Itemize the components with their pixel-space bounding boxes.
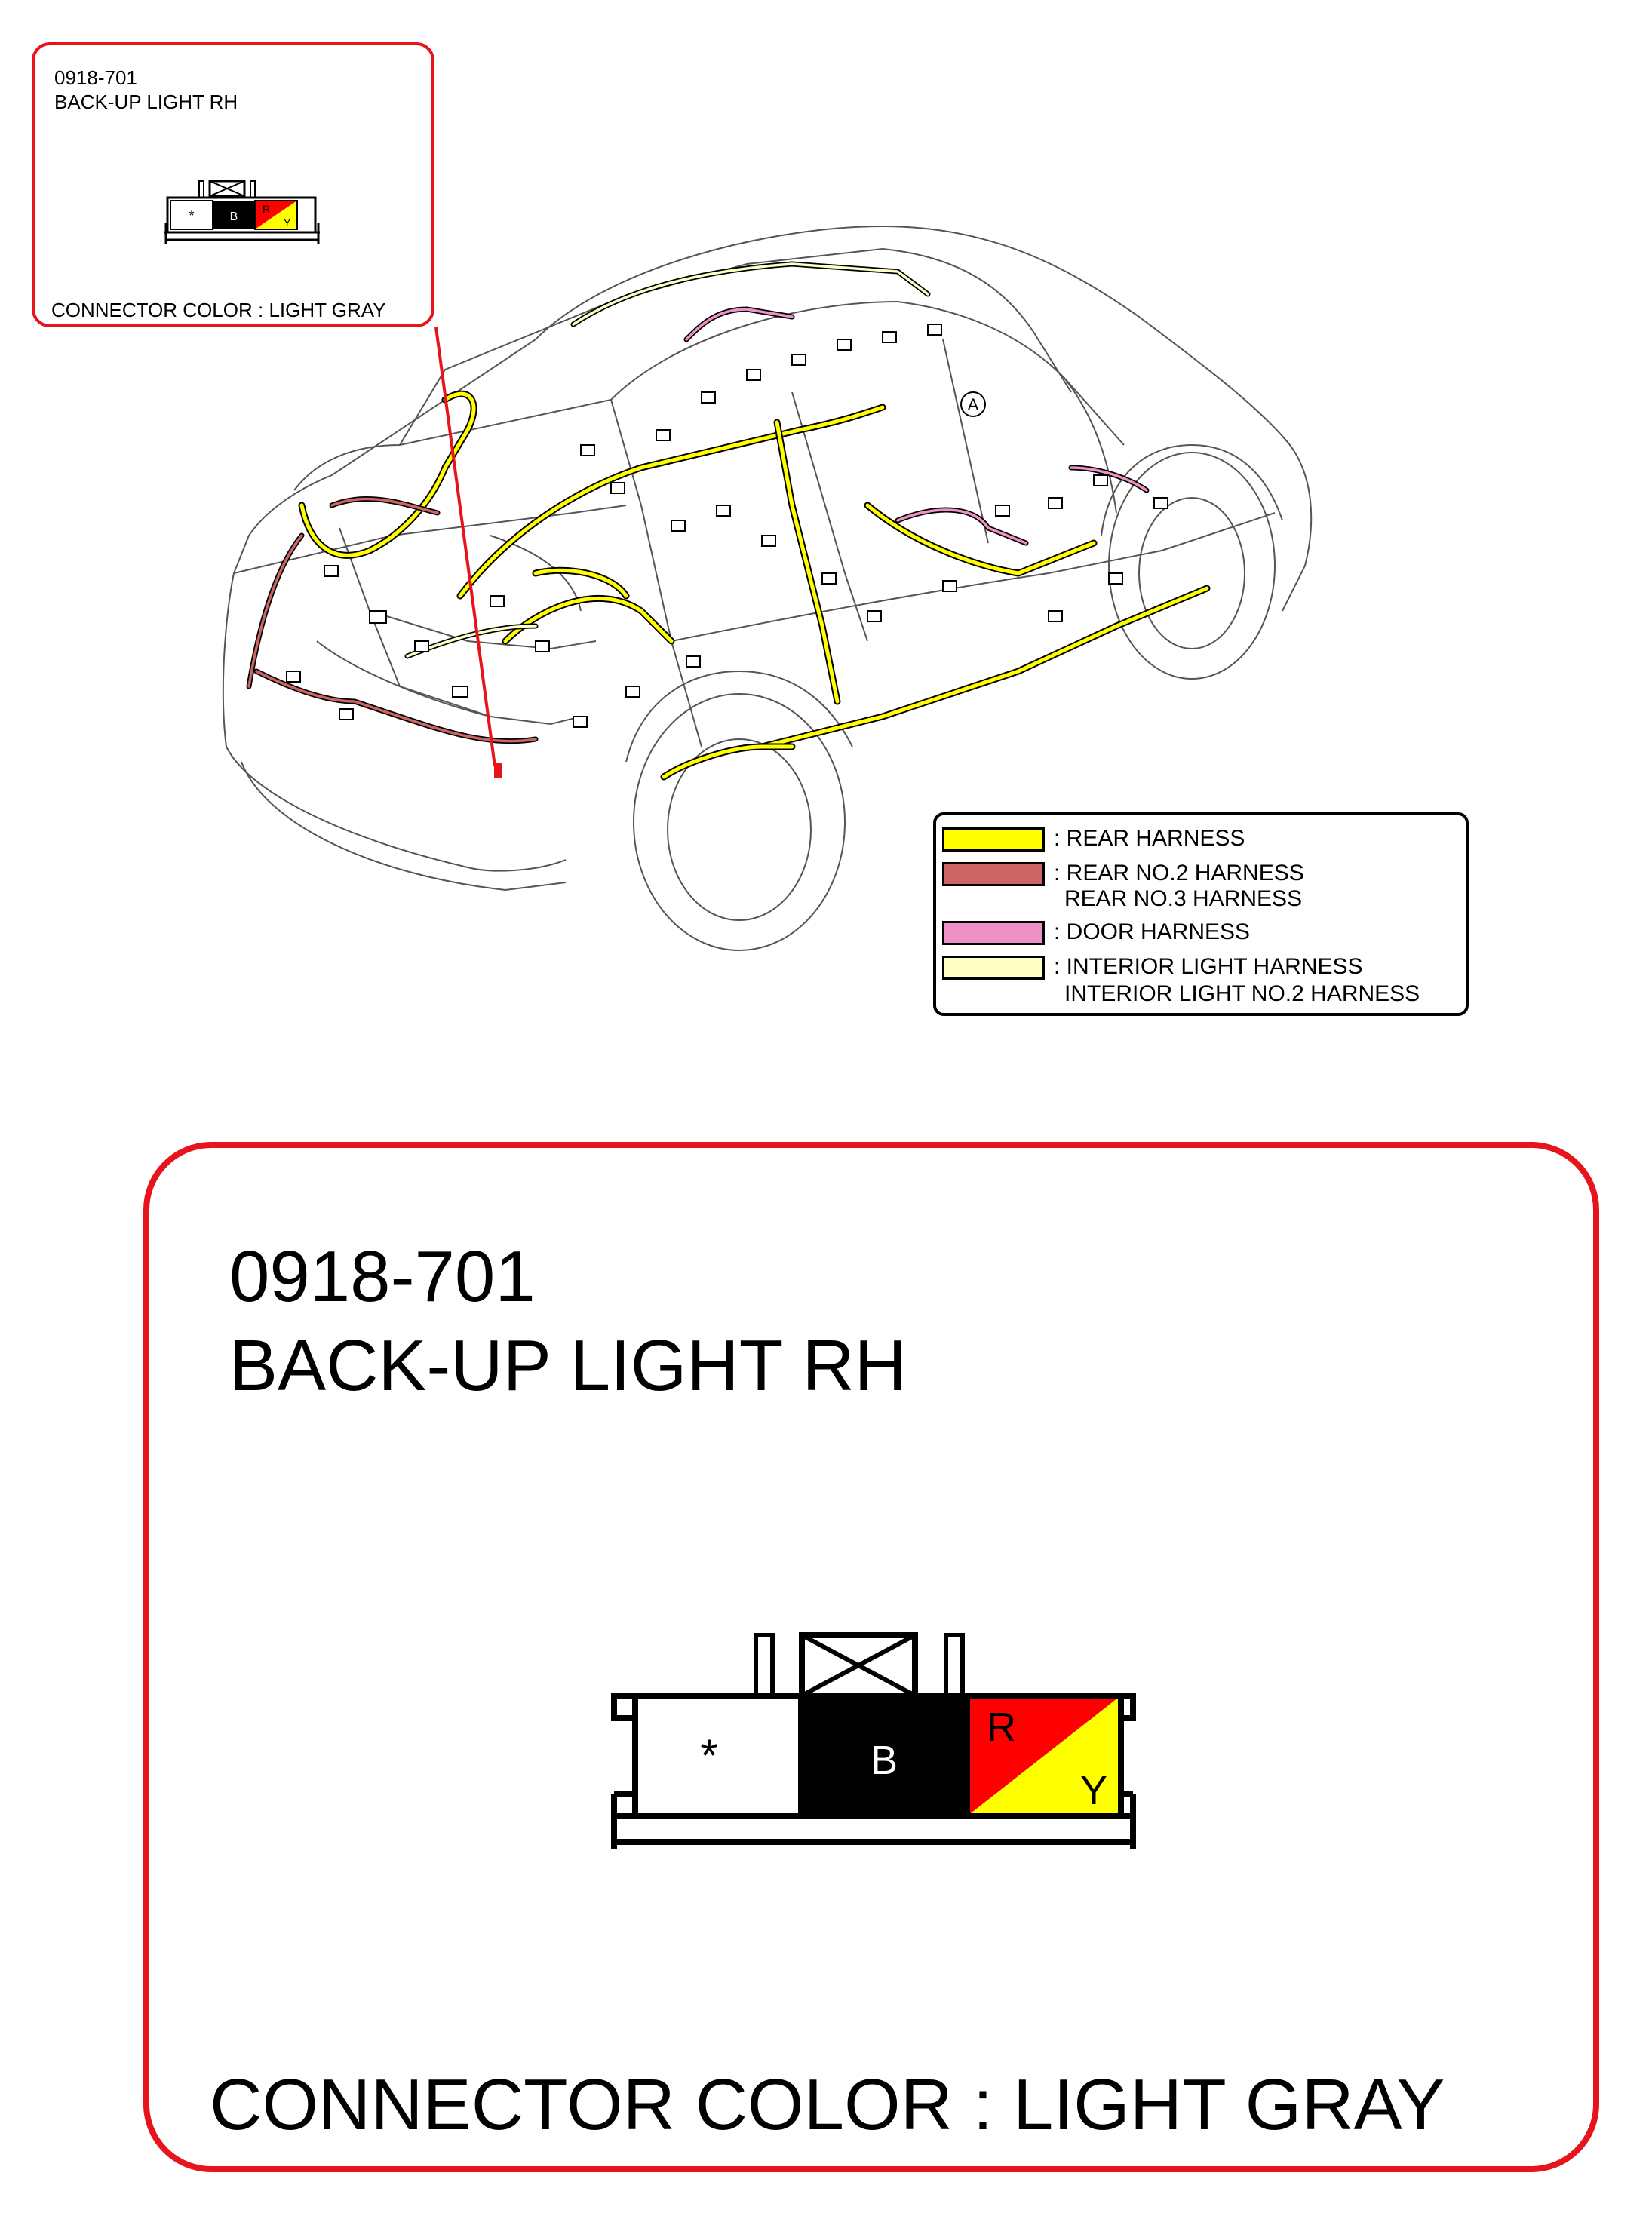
terminal-1-label-small: * — [189, 208, 194, 223]
terminal-3-bottom-large — [967, 1696, 1121, 1816]
legend-label-line2: REAR NO.3 HARNESS — [1064, 886, 1303, 911]
legend-swatch-door-harness — [942, 921, 1045, 945]
legend-label: : DOOR HARNESS — [1054, 919, 1251, 944]
legend-label: : REAR HARNESS — [1054, 826, 1245, 851]
terminal-3-bottom-label-large: Y — [1080, 1768, 1107, 1813]
legend-swatch-rear-harness — [942, 827, 1045, 852]
terminal-2-label-large: B — [871, 1738, 898, 1783]
connector-face-large: * B R Y — [611, 1632, 1136, 1849]
connector-name-large: BACK-UP LIGHT RH — [229, 1325, 907, 1406]
connector-callout-small: 0918-701 BACK-UP LIGHT RH * B R Y CONNEC… — [32, 42, 434, 327]
connector-code: 0918-701 — [54, 66, 137, 89]
legend-swatch-rear-no2-harness — [942, 862, 1045, 886]
vehicle-outline — [222, 225, 1313, 951]
terminal-1-label-large: * — [700, 1730, 717, 1781]
connector-location-marker — [494, 763, 502, 778]
terminal-3-top-label-large: R — [987, 1705, 1016, 1750]
connector-callout-large: 0918-701 BACK-UP LIGHT RH * B R Y CONNEC… — [143, 1142, 1599, 2172]
connector-color-label-large: CONNECTOR COLOR : LIGHT GRAY — [210, 2064, 1445, 2145]
terminal-3-top-label-small: R — [263, 203, 270, 215]
legend-label: : REAR NO.2 HARNESS — [1054, 861, 1304, 885]
legend-label-line2: INTERIOR LIGHT NO.2 HARNESS — [1064, 981, 1420, 1006]
connector-name: BACK-UP LIGHT RH — [54, 91, 238, 113]
terminal-3-bottom-label-small: Y — [284, 216, 291, 229]
svg-text:A: A — [968, 395, 979, 414]
harness-routing — [246, 261, 1211, 781]
point-marker-a: A — [960, 391, 986, 417]
terminal-1-small — [170, 200, 213, 230]
harness-connectors — [286, 324, 1168, 728]
connector-face-small: * B R Y — [164, 180, 320, 244]
legend-label: : INTERIOR LIGHT HARNESS — [1054, 954, 1363, 979]
terminal-2-small — [213, 201, 255, 229]
vehicle-harness-illustration: A — [222, 225, 1313, 951]
legend-swatch-interior-light-harness — [942, 956, 1045, 980]
connector-color-label: CONNECTOR COLOR : LIGHT GRAY — [51, 299, 386, 321]
terminal-2-label-small: B — [230, 210, 238, 223]
connector-code-large: 0918-701 — [229, 1236, 536, 1317]
terminal-1-large — [632, 1693, 804, 1819]
harness-legend: : REAR HARNESS : REAR NO.2 HARNESS REAR … — [933, 812, 1469, 1016]
